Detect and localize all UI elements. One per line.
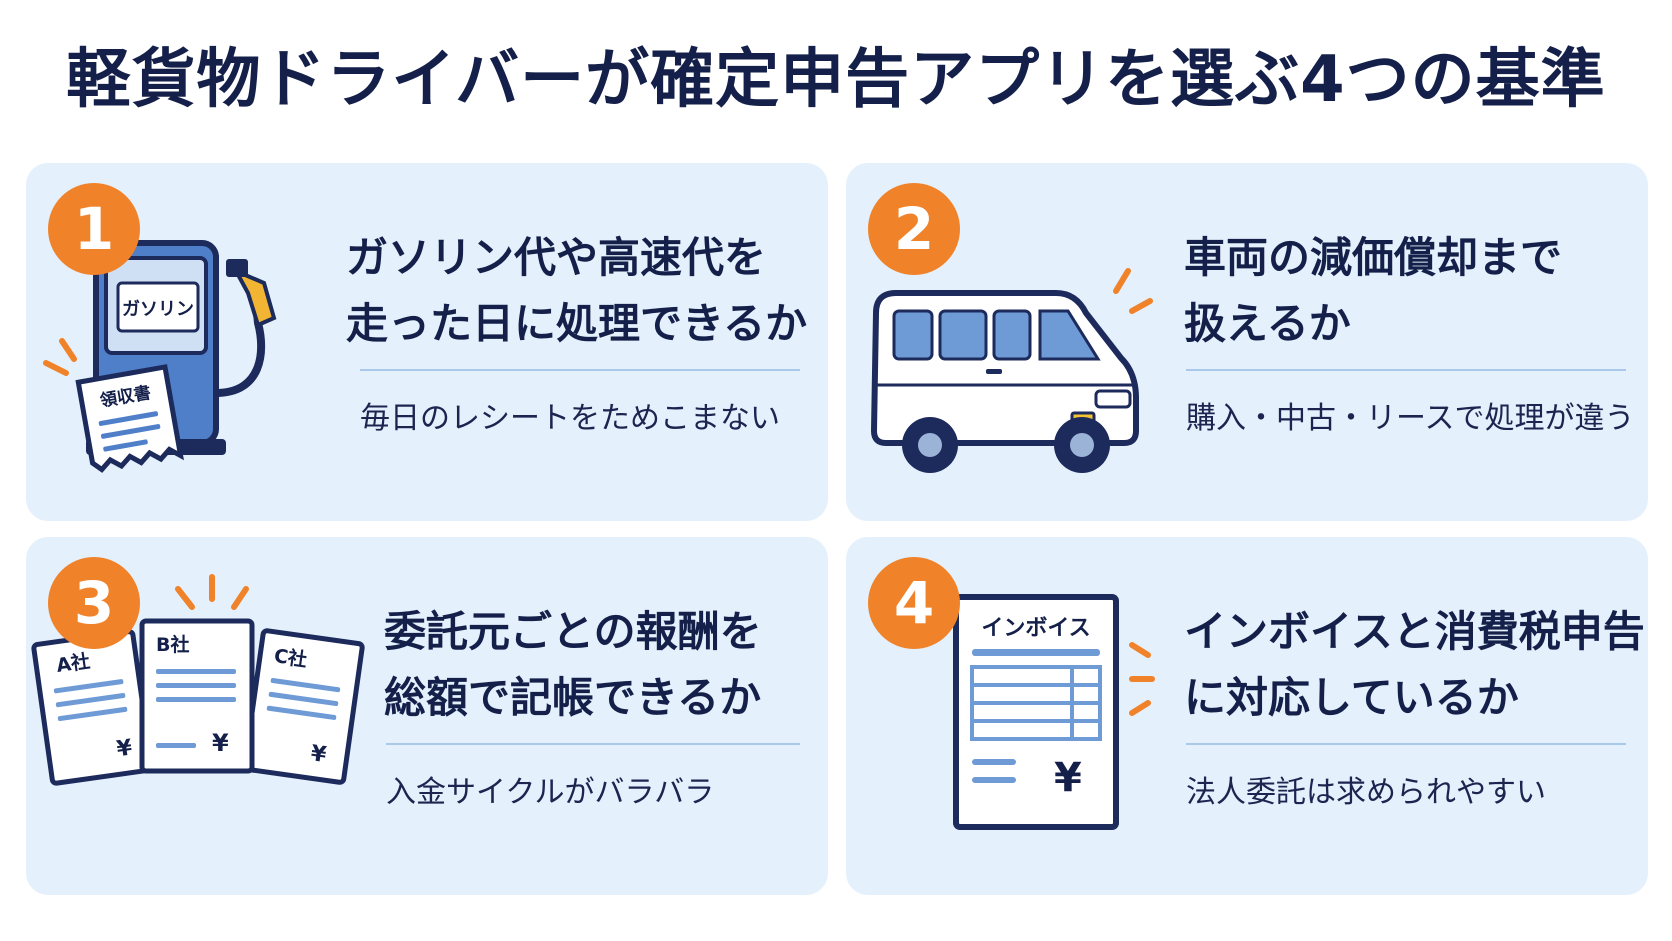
divider <box>386 743 800 745</box>
criterion-heading-line1: インボイスと消費税申告 <box>1184 607 1645 656</box>
criterion-heading-line1: 車両の減価償却まで <box>1184 233 1563 282</box>
criterion-number-badge: 3 <box>48 557 140 649</box>
criterion-heading-line2: 走った日に処理できるか <box>346 299 808 348</box>
criterion-subtext: 入金サイクルがバラバラ <box>386 775 715 810</box>
divider <box>360 369 800 371</box>
criterion-card-2: 2 車両の減価償却まで 扱えるか 購入・中古・リースで処理が違う <box>846 163 1648 521</box>
invoice-label: インボイス <box>981 616 1090 641</box>
criterion-heading-line1: ガソリン代や高速代を <box>346 233 767 282</box>
doc-a-label: A社 <box>55 649 92 676</box>
gas-pump-icon: ガソリン 領収書 <box>43 240 277 473</box>
criterion-subtext: 毎日のレシートをためこまない <box>360 401 780 436</box>
delivery-van-icon <box>870 268 1153 473</box>
pump-label: ガソリン <box>122 299 194 320</box>
criterion-card-4: インボイス ¥ 4 インボイスと消費税申告 に対応しているか 法人委託は求められ… <box>846 537 1648 895</box>
doc-c-label: C社 <box>273 644 309 671</box>
criterion-heading-line1: 委託元ごとの報酬を <box>384 607 762 656</box>
invoice-icon: インボイス ¥ <box>953 594 1155 830</box>
criterion-number-badge: 4 <box>868 557 960 649</box>
criterion-subtext: 購入・中古・リースで処理が違う <box>1186 401 1635 436</box>
documents-icon: A社 ¥ C社 ¥ B社 ¥ <box>31 574 365 786</box>
yen-sign-b: ¥ <box>212 729 229 757</box>
criterion-heading-line2: 総額で記帳できるか <box>384 673 762 722</box>
criterion-heading-line2: 扱えるか <box>1184 299 1351 348</box>
criterion-subtext: 法人委託は求められやすい <box>1186 775 1546 810</box>
yen-sign-c: ¥ <box>309 741 328 768</box>
page-title: 軽貨物ドライバーが確定申告アプリを選ぶ4つの基準 <box>66 43 1606 117</box>
yen-sign-a: ¥ <box>115 735 134 762</box>
yen-sign: ¥ <box>1054 755 1082 801</box>
criterion-heading-line2: に対応しているか <box>1184 673 1519 722</box>
divider <box>1186 743 1626 745</box>
criterion-number-badge: 2 <box>868 183 960 275</box>
criterion-number-badge: 1 <box>48 183 140 275</box>
divider <box>1186 369 1626 371</box>
doc-b-label: B社 <box>156 633 189 656</box>
criterion-card-1: ガソリン 領収書 1 ガソリン代や高速代を 走った日に処理できるか 毎日のレシー… <box>26 163 828 521</box>
criterion-card-3: A社 ¥ C社 ¥ B社 ¥ 3 委託元ごとの報酬を 総額で記帳できるか 入金サ… <box>26 537 828 895</box>
